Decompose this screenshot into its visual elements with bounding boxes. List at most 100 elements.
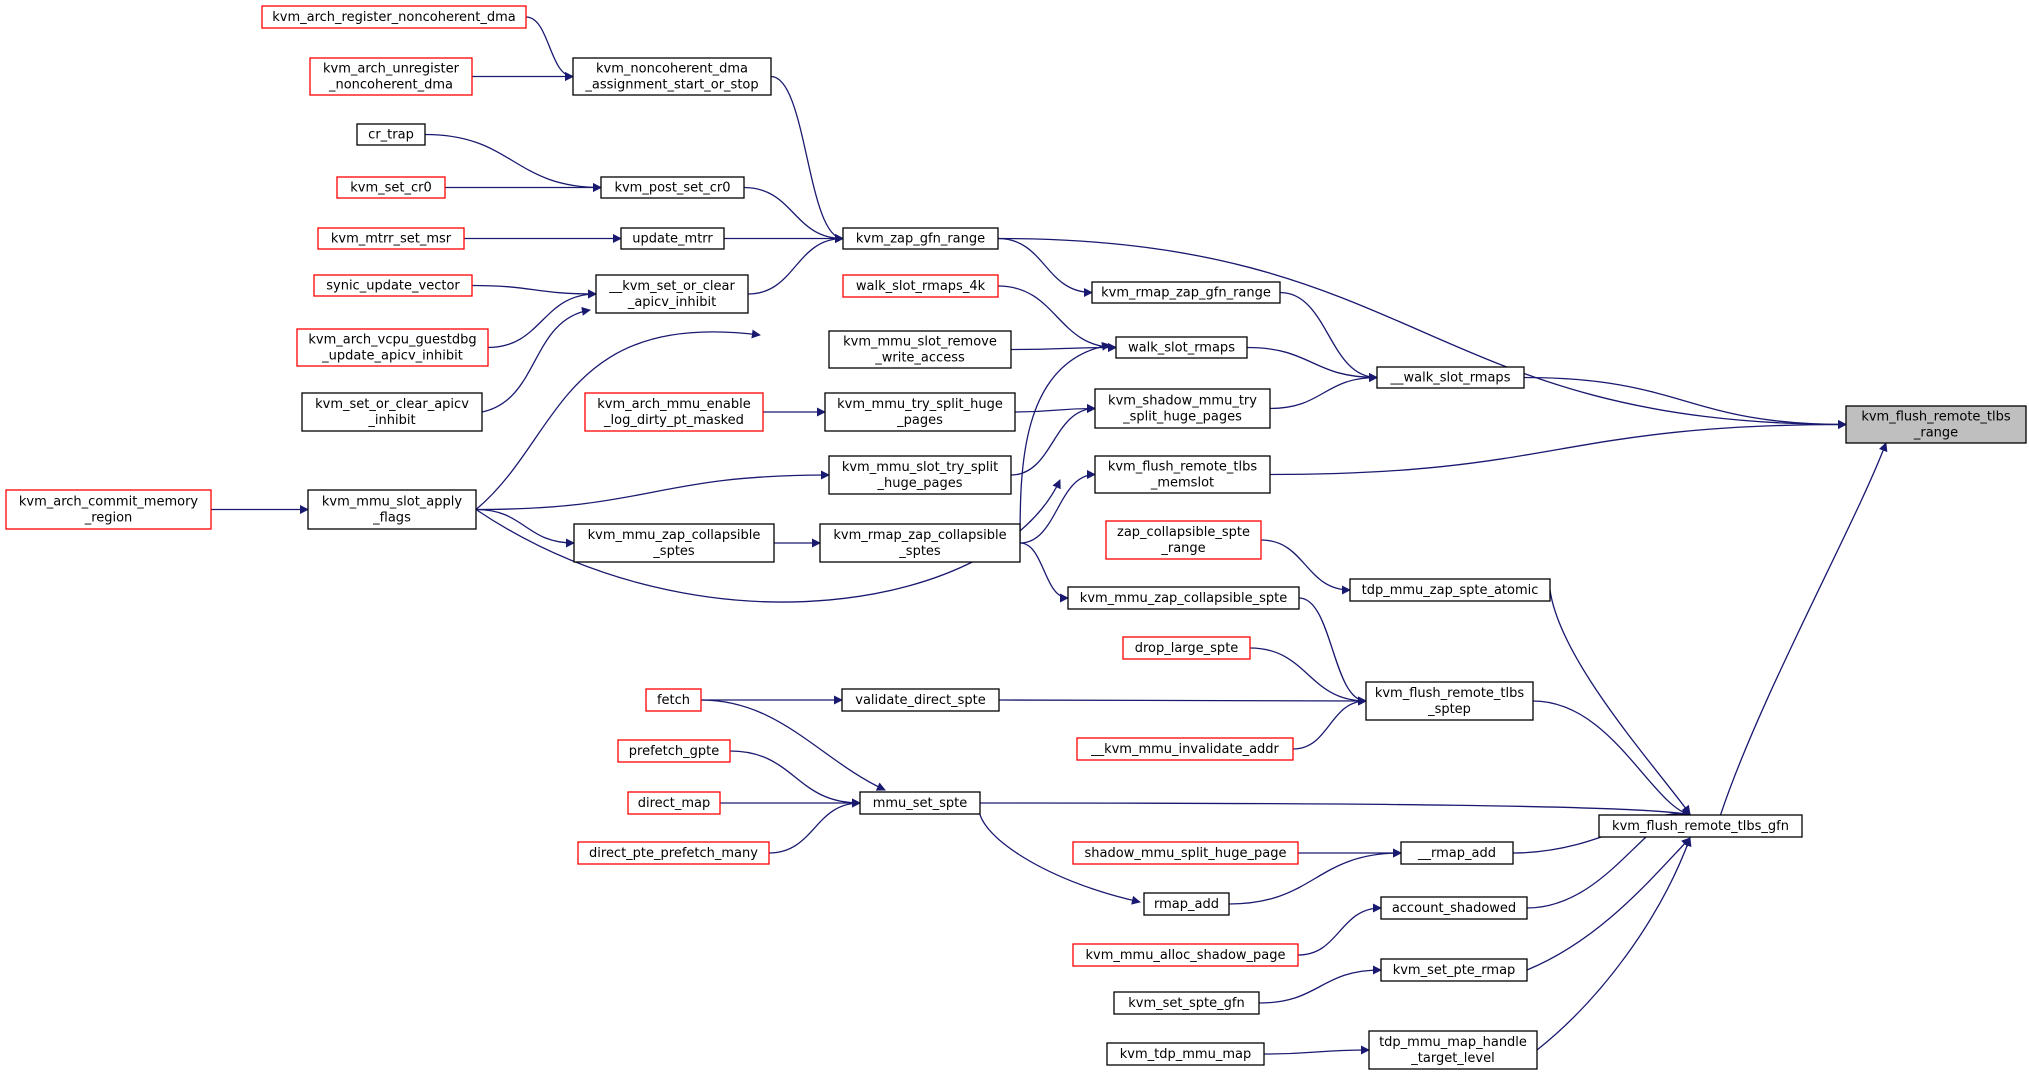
node-prefetch-gpte[interactable]: prefetch_gpte (617, 739, 731, 763)
node-shadow-mmu-split-huge-page[interactable]: shadow_mmu_split_huge_page (1072, 841, 1299, 865)
node-kvm-set-pte-rmap[interactable]: kvm_set_pte_rmap (1380, 958, 1528, 982)
node-rmap-add[interactable]: rmap_add (1143, 892, 1230, 916)
node-label: _sptes (898, 544, 941, 559)
node-update-mtrr[interactable]: update_mtrr (620, 227, 725, 250)
node-label: zap_collapsible_spte (1117, 525, 1250, 540)
node-box (1400, 841, 1514, 865)
node-cr-trap[interactable]: cr_trap (356, 123, 426, 146)
node-kvm-shadow-mmu-try-split-huge-pages[interactable]: kvm_shadow_mmu_try_split_huge_pages (1094, 388, 1271, 429)
node-kvm-set-or-clear-apicv-inhibit[interactable]: __kvm_set_or_clear_apicv_inhibit (595, 274, 749, 314)
node-kvm-flush-remote-tlbs-memslot[interactable]: kvm_flush_remote_tlbs_memslot (1094, 455, 1271, 494)
node-kvm-arch-register-noncoherent-dma[interactable]: kvm_arch_register_noncoherent_dma (261, 5, 527, 29)
node-box (5, 489, 212, 530)
node-direct-pte-prefetch-many[interactable]: direct_pte_prefetch_many (577, 841, 770, 865)
node-label: kvm_noncoherent_dma (596, 62, 748, 77)
node-label: _sptes (652, 544, 695, 559)
node-walk-slot-rmaps-4k[interactable]: walk_slot_rmaps_4k (842, 274, 999, 298)
node-label: _huge_pages (877, 476, 963, 491)
node-label: _update_apicv_inhibit (321, 349, 463, 364)
node-label: cr_trap (368, 128, 414, 143)
node-label: __kvm_mmu_invalidate_addr (1090, 742, 1279, 757)
node-box (301, 392, 483, 432)
edge-kvm-mmu-slot-apply-flags-to-kvm-mmu-slot-try-split-huge-pages (475, 470, 830, 511)
node-label: kvm_set_cr0 (350, 181, 432, 196)
node-account-shadowed[interactable]: account_shadowed (1380, 896, 1528, 920)
node-kvm-mmu-zap-collapsible-spte[interactable]: kvm_mmu_zap_collapsible_spte (1067, 586, 1300, 610)
node-kvm-mmu-zap-collapsible-sptes[interactable]: kvm_mmu_zap_collapsible_sptes (573, 523, 775, 563)
node-walk-slot-rmaps[interactable]: __walk_slot_rmaps (1376, 366, 1525, 389)
node-kvm-mmu-alloc-shadow-page[interactable]: kvm_mmu_alloc_shadow_page (1072, 943, 1299, 967)
node-zap-collapsible-spte-range[interactable]: zap_collapsible_spte_range (1105, 520, 1262, 560)
node-label: kvm_flush_remote_tlbs_gfn (1612, 819, 1789, 834)
node-kvm-arch-unregister-noncoherent-dma[interactable]: kvm_arch_unregister_noncoherent_dma (309, 57, 473, 96)
node-tdp-mmu-zap-spte-atomic[interactable]: tdp_mmu_zap_spte_atomic (1349, 578, 1551, 602)
node-kvm-flush-remote-tlbs-sptep[interactable]: kvm_flush_remote_tlbs_sptep (1365, 681, 1534, 721)
node-label: kvm_arch_mmu_enable (597, 397, 750, 412)
node-tdp-mmu-map-handle-target-level[interactable]: tdp_mmu_map_handle_target_level (1368, 1030, 1538, 1070)
node-rmap-add[interactable]: __rmap_add (1400, 841, 1514, 865)
node-kvm-mmu-try-split-huge-pages[interactable]: kvm_mmu_try_split_huge_pages (824, 392, 1016, 432)
node-kvm-noncoherent-dma-assignment-start-or-stop[interactable]: kvm_noncoherent_dma_assignment_start_or_… (572, 57, 772, 96)
edge-kvm-mmu-try-split-huge-pages-to-kvm-shadow-mmu-try-split-huge-pages (1014, 404, 1096, 414)
edge-kvm-zap-gfn-range-to-kvm-flush-remote-tlbs-range (997, 237, 1847, 429)
node-drop-large-spte[interactable]: drop_large_spte (1122, 636, 1251, 660)
node-box (828, 455, 1012, 495)
node-label: kvm_zap_gfn_range (856, 232, 985, 247)
node-label: kvm_mtrr_set_msr (331, 232, 452, 247)
node-box (824, 392, 1016, 432)
node-kvm-mmu-slot-try-split-huge-pages[interactable]: kvm_mmu_slot_try_split_huge_pages (828, 455, 1012, 495)
node-label: __kvm_set_or_clear (608, 279, 735, 294)
node-label: kvm_arch_vcpu_guestdbg (308, 333, 476, 348)
node-kvm-mmu-slot-remove-write-access[interactable]: kvm_mmu_slot_remove_write_access (828, 330, 1012, 369)
node-box (1380, 896, 1528, 920)
edge-fetch-to-mmu-set-spte (700, 699, 886, 791)
node-label: kvm_arch_commit_memory (19, 495, 199, 510)
node-box (859, 791, 981, 815)
node-box (1845, 405, 2027, 444)
node-kvm-arch-commit-memory-region[interactable]: kvm_arch_commit_memory_region (5, 489, 212, 530)
node-kvm-set-spte-gfn[interactable]: kvm_set_spte_gfn (1113, 991, 1260, 1015)
node-kvm-arch-mmu-enable-log-dirty-pt-masked[interactable]: kvm_arch_mmu_enable_log_dirty_pt_masked (584, 392, 764, 432)
node-fetch[interactable]: fetch (645, 688, 702, 712)
node-label: prefetch_gpte (629, 744, 719, 759)
edge-walk-slot-rmaps-to-kvm-flush-remote-tlbs-range (1523, 376, 1847, 429)
node-kvm-mmu-invalidate-addr[interactable]: __kvm_mmu_invalidate_addr (1076, 737, 1294, 761)
node-kvm-zap-gfn-range[interactable]: kvm_zap_gfn_range (842, 227, 999, 250)
edge-kvm-tdp-mmu-map-to-tdp-mmu-map-handle-target-level (1263, 1045, 1370, 1055)
node-label: kvm_shadow_mmu_try (1108, 394, 1257, 409)
edge-kvm-flush-remote-tlbs-gfn-to-kvm-flush-remote-tlbs-range (1719, 442, 1888, 816)
node-box (573, 523, 775, 563)
node-label: _flags (372, 511, 411, 526)
node-label: kvm_arch_unregister (323, 62, 460, 77)
node-kvm-set-or-clear-apicv-inhibit[interactable]: kvm_set_or_clear_apicv_inhibit (301, 392, 483, 432)
node-kvm-flush-remote-tlbs-gfn[interactable]: kvm_flush_remote_tlbs_gfn (1598, 814, 1803, 838)
node-box (627, 791, 721, 815)
edge-kvm-shadow-mmu-try-split-huge-pages-to-walk-slot-rmaps (1269, 373, 1378, 410)
node-mmu-set-spte[interactable]: mmu_set_spte (859, 791, 981, 815)
node-kvm-arch-vcpu-guestdbg-update-apicv-inhibit[interactable]: kvm_arch_vcpu_guestdbg_update_apicv_inhi… (296, 328, 489, 367)
node-kvm-set-cr0[interactable]: kvm_set_cr0 (336, 176, 446, 199)
node-box (1122, 636, 1251, 660)
node-walk-slot-rmaps[interactable]: walk_slot_rmaps (1115, 336, 1248, 359)
node-box (572, 57, 772, 96)
node-box (1368, 1030, 1538, 1070)
node-kvm-rmap-zap-collapsible-sptes[interactable]: kvm_rmap_zap_collapsible_sptes (819, 523, 1021, 563)
node-box (309, 57, 473, 96)
node-kvm-rmap-zap-gfn-range[interactable]: kvm_rmap_zap_gfn_range (1091, 281, 1281, 304)
node-kvm-flush-remote-tlbs-range[interactable]: kvm_flush_remote_tlbs_range (1845, 405, 2027, 444)
node-direct-map[interactable]: direct_map (627, 791, 721, 815)
node-synic-update-vector[interactable]: synic_update_vector (313, 274, 473, 297)
edge-synic-update-vector-to-kvm-set-or-clear-apicv-inhibit (471, 284, 597, 299)
node-validate-direct-spte[interactable]: validate_direct_spte (841, 688, 1000, 712)
node-label: kvm_rmap_zap_collapsible (833, 528, 1006, 543)
node-box (842, 227, 999, 250)
node-kvm-mtrr-set-msr[interactable]: kvm_mtrr_set_msr (317, 227, 465, 250)
node-kvm-post-set-cr0[interactable]: kvm_post_set_cr0 (600, 176, 745, 199)
node-label: _target_level (1410, 1051, 1494, 1066)
node-label: _range (1913, 426, 1958, 441)
node-label: rmap_add (1154, 897, 1219, 912)
node-kvm-tdp-mmu-map[interactable]: kvm_tdp_mmu_map (1106, 1042, 1265, 1066)
node-kvm-mmu-slot-apply-flags[interactable]: kvm_mmu_slot_apply_flags (307, 489, 477, 530)
edge-kvm-set-or-clear-apicv-inhibit-to-kvm-set-or-clear-apicv-inhibit (481, 306, 591, 413)
node-label: account_shadowed (1392, 901, 1516, 916)
